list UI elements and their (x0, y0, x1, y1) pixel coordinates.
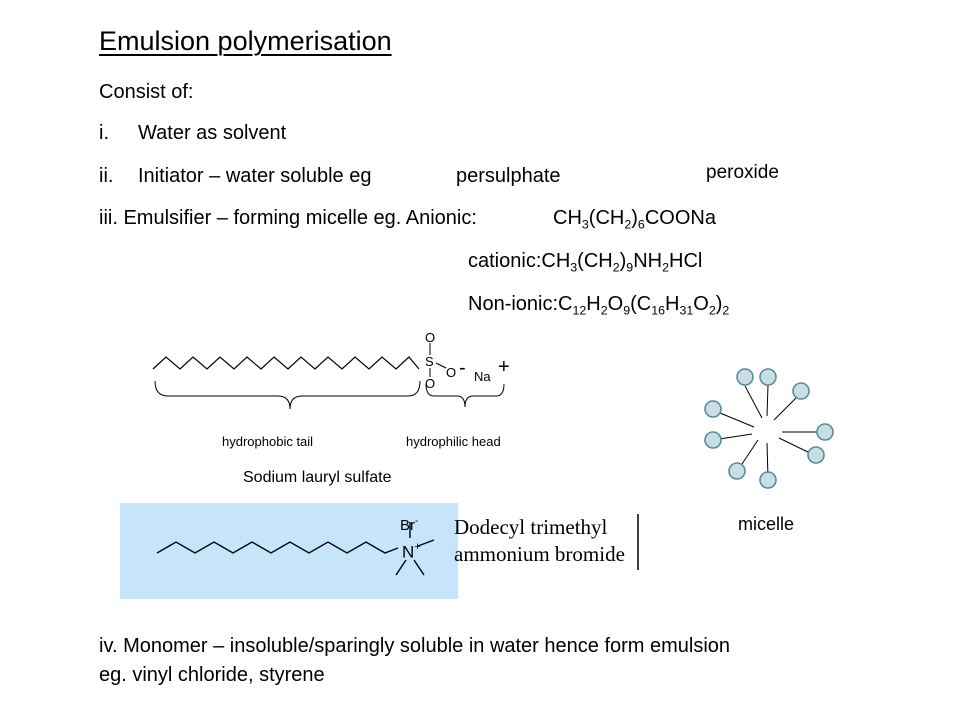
anionic-formula: CH3(CH2)6COONa (553, 207, 716, 232)
micelle-head (759, 368, 777, 386)
hydrophobic-tail-label: hydrophobic tail (222, 434, 314, 449)
hydrophilic-brace (425, 383, 505, 408)
sls-caption: Sodium lauryl sulfate (243, 469, 392, 486)
item-i-number: i. (99, 122, 109, 144)
item-ii-example-peroxide: peroxide (706, 162, 779, 183)
item-i-text: Water as solvent (138, 122, 287, 144)
nonionic-label: Non-ionic: (468, 293, 559, 315)
dtab-n-methyl-bottom-right (413, 559, 425, 576)
sls-sulfur: S (425, 354, 434, 369)
sls-oxygen-bottom: O (425, 376, 436, 391)
dtab-nitrogen-charge: + (414, 541, 421, 553)
dtab-bromide: Br- (400, 516, 419, 534)
dtab-nitrogen: N+ (402, 542, 421, 561)
micelle-head (816, 423, 834, 441)
sls-oxygen-top: O (425, 330, 436, 345)
micelle-head (704, 431, 722, 449)
dtab-name-line1: Dodecyl trimethyl (454, 515, 608, 539)
item-ii-example-persulphate: persulphate (456, 165, 561, 187)
page-title: Emulsion polymerisation (99, 26, 392, 56)
sls-sodium-charge: + (498, 356, 510, 378)
nonionic-line: Non-ionic:C12H2O9(C16H31O2)2 (468, 293, 730, 318)
sls-oxygen-anion: O (446, 365, 457, 380)
dtab-carbon-chain (156, 541, 399, 554)
sls-anion-charge: - (459, 357, 466, 379)
micelle-label: micelle (738, 514, 795, 534)
micelle-head (792, 382, 810, 400)
micelle-head (759, 471, 777, 489)
sls-s-o-minus-bond (435, 362, 447, 369)
hydrophilic-head-label: hydrophilic head (406, 434, 501, 449)
micelle-head (728, 462, 746, 480)
dtab-n-methyl-bottom-left (395, 559, 407, 576)
sls-carbon-chain (152, 356, 420, 370)
item-iv-line2: eg. vinyl chloride, styrene (99, 664, 325, 686)
micelle-head (736, 368, 754, 386)
micelle-head (807, 446, 825, 464)
dtab-panel (120, 503, 458, 599)
cationic-label: cationic: (468, 250, 542, 272)
dtab-n-methyl-right (417, 539, 435, 547)
item-iii-text: iii. Emulsifier – forming micelle eg. An… (99, 207, 477, 229)
dtab-nitrogen-symbol: N (402, 542, 415, 562)
dtab-bromide-symbol: Br (400, 517, 415, 534)
nonionic-formula: C12H2O9(C16H31O2)2 (558, 293, 730, 318)
cationic-formula: CH3(CH2)9NH2HCl (541, 250, 703, 275)
dtab-name-line2: ammonium bromide (454, 542, 625, 566)
hydrophobic-brace (154, 380, 421, 410)
item-ii-text: Initiator – water soluble eg (138, 165, 372, 187)
cationic-line: cationic:CH3(CH2)9NH2HCl (468, 250, 703, 275)
item-iv-line1: iv. Monomer – insoluble/sparingly solubl… (99, 635, 731, 657)
dtab-bromide-charge: - (415, 516, 419, 527)
sls-sodium: Na (474, 369, 491, 384)
item-ii-number: ii. (99, 165, 114, 187)
micelle-head (704, 400, 722, 418)
consist-of-label: Consist of: (99, 81, 194, 103)
